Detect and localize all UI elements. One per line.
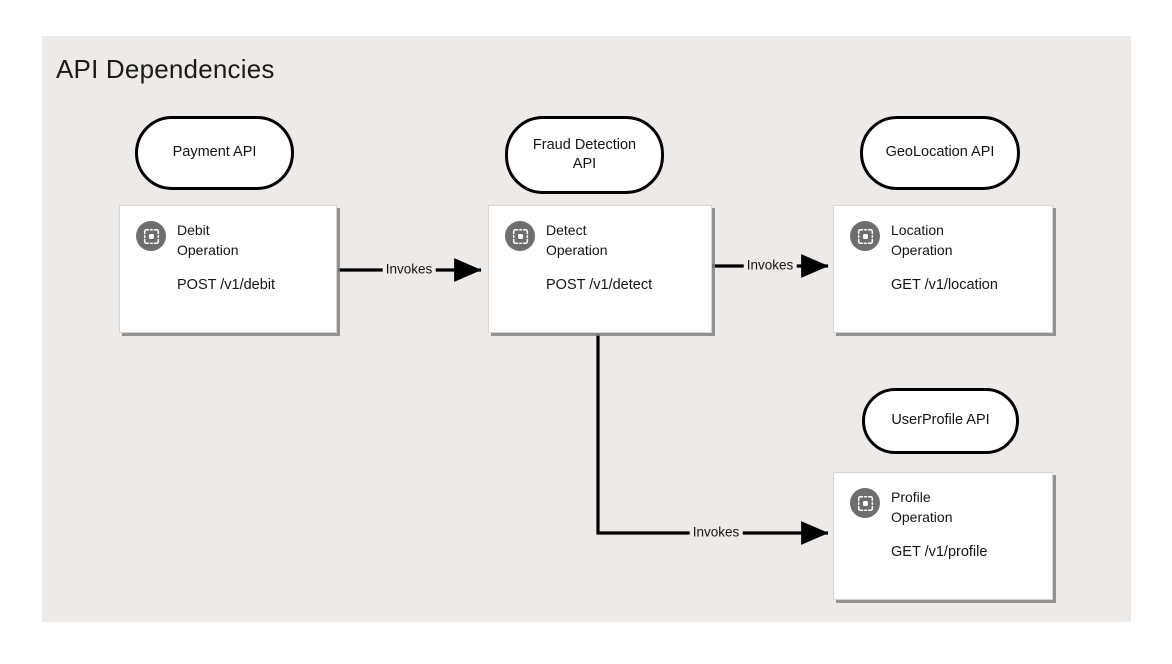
- operation-scan-icon: [505, 221, 535, 251]
- operation-card-debit[interactable]: Debit Operation POST /v1/debit: [119, 205, 337, 333]
- api-node-geolocation[interactable]: GeoLocation API: [860, 116, 1020, 190]
- operation-card-detect-name: Detect Operation: [546, 222, 608, 258]
- operation-card-location-name: Location Operation: [891, 222, 953, 258]
- api-node-fraud[interactable]: Fraud Detection API: [505, 116, 664, 194]
- operation-card-profile[interactable]: Profile Operation GET /v1/profile: [833, 472, 1053, 600]
- api-node-payment-label: Payment API: [172, 144, 257, 161]
- operation-card-detect-path: POST /v1/detect: [546, 276, 653, 293]
- operation-card-debit-header: Debit Operation: [136, 220, 320, 261]
- operation-card-location[interactable]: Location Operation GET /v1/location: [833, 205, 1053, 333]
- edge-label-detect-to-location: Invokes: [743, 257, 797, 273]
- operation-card-location-header: Location Operation: [850, 220, 1036, 261]
- api-node-fraud-label: Fraud Detection API: [532, 136, 637, 172]
- edge-label-detect-to-profile: Invokes: [689, 524, 743, 540]
- operation-card-profile-path: GET /v1/profile: [891, 543, 988, 560]
- operation-card-detect-header: Detect Operation: [505, 220, 695, 261]
- operation-scan-icon: [850, 488, 880, 518]
- api-node-payment[interactable]: Payment API: [135, 116, 294, 190]
- api-node-userprofile[interactable]: UserProfile API: [862, 388, 1019, 454]
- operation-scan-icon: [136, 221, 166, 251]
- operation-card-detect[interactable]: Detect Operation POST /v1/detect: [488, 205, 712, 333]
- operation-card-debit-name: Debit Operation: [177, 222, 239, 258]
- operation-card-profile-name: Profile Operation: [891, 489, 953, 525]
- page-title: API Dependencies: [56, 54, 275, 84]
- operation-card-profile-header: Profile Operation: [850, 487, 1036, 528]
- operation-card-location-path: GET /v1/location: [891, 276, 998, 293]
- api-node-geolocation-label: GeoLocation API: [885, 144, 995, 161]
- operation-scan-icon: [850, 221, 880, 251]
- edge-label-debit-to-detect: Invokes: [382, 261, 436, 277]
- api-node-userprofile-label: UserProfile API: [891, 412, 990, 429]
- operation-card-debit-path: POST /v1/debit: [177, 276, 276, 293]
